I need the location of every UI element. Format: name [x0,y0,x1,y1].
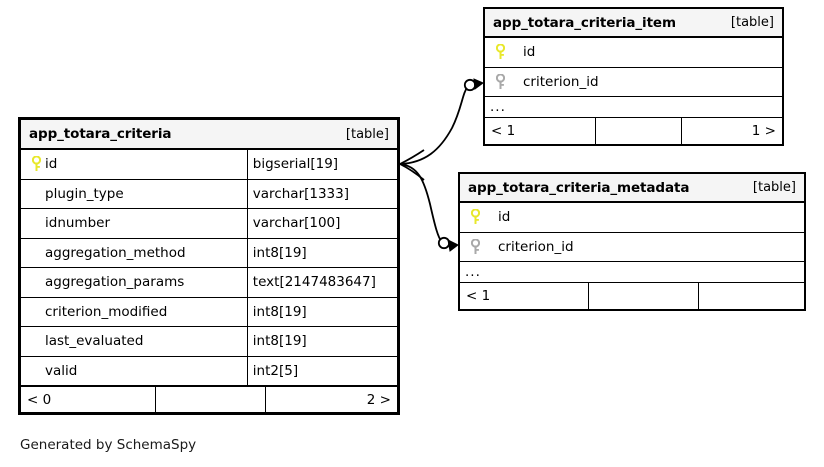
column-type: text[2147483647] [246,268,397,297]
column-name: idnumber [45,215,111,232]
column-name-cell: valid [21,357,247,386]
column-name: id [523,44,536,61]
footer-parents-count: < 0 [27,391,52,408]
column-name: criterion_modified [45,303,168,320]
table-row[interactable]: idnumber varchar[100] [21,209,397,239]
column-name: criterion_id [523,73,599,90]
column-name-cell: last_evaluated [21,327,247,356]
column-name-cell: id [485,38,782,67]
footer-parents-count: < 1 [466,288,491,304]
generated-by-caption: Generated by SchemaSpy [20,437,197,453]
column-name-cell: criterion_modified [21,298,247,327]
column-name: id [45,156,58,173]
table-header: app_totara_criteria_item [table] [485,9,782,38]
key-icon [466,209,484,225]
table-title: app_totara_criteria_metadata [468,179,690,196]
column-name: valid [45,362,78,379]
column-name: aggregation_params [45,274,185,291]
column-type: varchar[1333] [246,179,397,208]
zero-marker-criteria-metadata [437,236,451,250]
column-name-cell: criterion_id [460,233,804,262]
column-type: bigserial[19] [246,150,397,179]
key-icon [491,44,509,60]
table-row[interactable]: id [485,38,782,68]
column-type: int2[5] [246,356,397,385]
relationship-line-criteria-metadata [399,163,443,243]
column-type: varchar[100] [246,209,397,238]
table-title: app_totara_criteria_item [493,14,676,31]
column-name-cell: plugin_type [21,180,247,209]
table-row[interactable]: criterion_id [460,233,804,262]
key-icon [27,156,45,172]
table-footer: < 0 2 > [21,386,397,412]
zero-marker-criteria-item [463,78,477,92]
column-name-cell: aggregation_method [21,239,247,268]
table-app-totara-criteria-item[interactable]: app_totara_criteria_item [table] id [483,7,784,146]
table-footer: < 1 [460,283,804,309]
column-type: int8[19] [246,297,397,326]
table-title: app_totara_criteria [29,126,172,142]
table-kind-label: [table] [752,180,796,195]
crowsfoot-marker-parent [399,149,425,181]
key-icon [466,238,484,255]
footer-middle [595,118,681,144]
key-icon [491,73,509,90]
table-kind-label: [table] [345,126,389,142]
table-row[interactable]: id bigserial[19] [21,150,397,180]
footer-middle [588,283,698,309]
table-footer: < 1 1 > [485,118,782,144]
column-name: id [498,209,511,226]
column-name: aggregation_method [45,244,186,261]
table-row[interactable]: valid int2[5] [21,356,397,386]
arrowhead-criteria-item [473,78,484,90]
column-name-cell: id [21,150,247,179]
more-columns-indicator: ... [485,97,782,118]
relationship-line-criteria-item [399,85,469,165]
column-name: last_evaluated [45,333,144,350]
table-header: app_totara_criteria_metadata [table] [460,174,804,203]
column-name-cell: idnumber [21,209,247,238]
table-app-totara-criteria[interactable]: app_totara_criteria [table] id bigserial… [18,117,400,415]
table-row[interactable]: last_evaluated int8[19] [21,327,397,357]
footer-children-count [698,283,804,309]
table-app-totara-criteria-metadata[interactable]: app_totara_criteria_metadata [table] id [458,172,806,311]
footer-children-count: 2 > [265,387,397,412]
column-name-cell: aggregation_params [21,268,247,297]
column-name: criterion_id [498,238,574,255]
column-name-cell: criterion_id [485,68,782,97]
arrowhead-criteria-metadata [447,239,459,252]
table-row[interactable]: criterion_modified int8[19] [21,297,397,327]
column-type: int8[19] [246,327,397,356]
column-name-cell: id [460,203,804,232]
table-row[interactable]: id [460,203,804,233]
more-columns-indicator: ... [460,262,804,283]
table-row[interactable]: aggregation_params text[2147483647] [21,268,397,298]
footer-children-count: 1 > [681,118,782,144]
footer-middle [155,387,265,412]
column-type: int8[19] [246,238,397,267]
table-row[interactable]: aggregation_method int8[19] [21,238,397,268]
footer-parents-count: < 1 [491,123,516,139]
table-row[interactable]: criterion_id [485,68,782,97]
table-kind-label: [table] [730,15,774,30]
column-name: plugin_type [45,185,124,202]
table-header: app_totara_criteria [table] [21,120,397,150]
table-row[interactable]: plugin_type varchar[1333] [21,179,397,209]
